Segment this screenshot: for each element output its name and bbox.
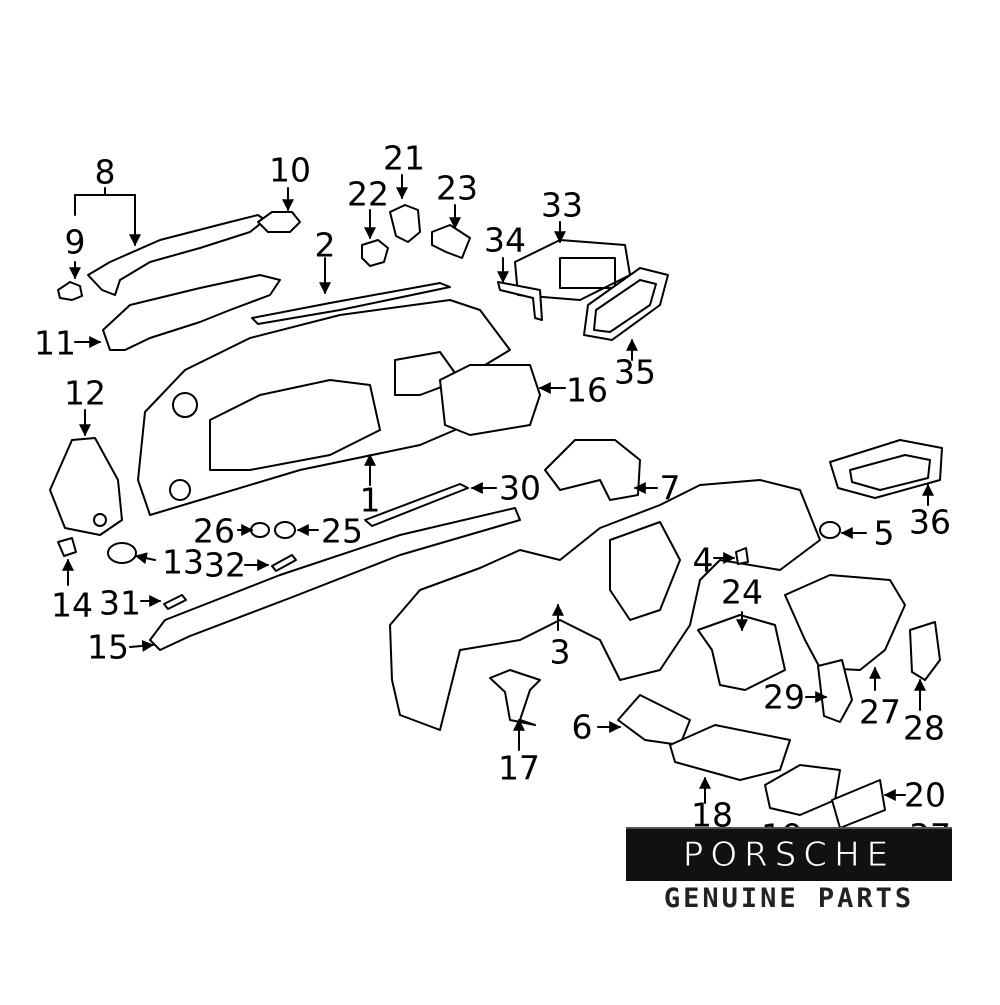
callout-21: 21 [383,138,425,178]
genuine-parts-tagline: GENUINE PARTS [663,883,915,914]
part-18-tray [669,724,791,781]
part-25-grommet [274,521,296,539]
callout-34: 34 [484,220,526,260]
part-22-knob [361,239,389,267]
part-20-panel [831,779,886,829]
callout-7: 7 [659,468,681,508]
callout-18: 18 [691,795,733,835]
part-5-grommet [819,521,841,539]
part-28-vent [909,621,941,681]
part-7-duct [544,439,641,501]
part-30-strip [364,483,469,527]
callout-25: 25 [321,511,363,551]
part-29-vent [817,659,853,723]
part-8-upper-trim [87,214,266,296]
part-9-clip [57,281,83,301]
porsche-logo-badge: PORSCHE [626,827,952,881]
callout-17: 17 [498,748,540,788]
callout-35: 35 [614,352,656,392]
callout-6: 6 [571,707,593,747]
part-21-switch [389,204,421,243]
part-26-nut [250,522,270,538]
part-31-pin [163,594,187,610]
callout-5: 5 [873,513,895,553]
callout-32: 32 [204,545,246,585]
part-3-crossmember [389,479,821,731]
callout-36: 36 [909,502,951,542]
callout-22: 22 [347,174,389,214]
porsche-wordmark: PORSCHE [682,835,896,876]
callout-26: 26 [193,511,235,551]
callout-33: 33 [541,185,583,225]
callout-2: 2 [314,225,336,265]
part-6-bracket [617,694,691,746]
callout-28: 28 [903,708,945,748]
part-17-holder [489,669,541,726]
part-23-bracket [431,224,471,259]
part-2-strip [251,282,451,325]
callout-4: 4 [692,540,714,580]
callout-30: 30 [499,468,541,508]
callout-12: 12 [64,373,106,413]
part-27-center-console [784,574,906,671]
callout-15: 15 [87,627,129,667]
callout-20: 20 [904,775,946,815]
callout-13: 13 [162,542,204,582]
part-19-module [764,764,841,816]
callout-16: 16 [566,370,608,410]
part-35-bezel [583,267,669,341]
part-11-panel [102,274,281,351]
callout-1: 1 [359,480,381,520]
callout-24: 24 [721,572,763,612]
part-10-cover [257,211,301,233]
part-4-clip [735,547,749,565]
callout-14: 14 [51,585,93,625]
callout-31: 31 [99,583,141,623]
part-15-lower-trim [149,507,521,651]
part-24-duct [697,614,786,691]
part-16-airbag [439,364,541,436]
callout-29: 29 [763,677,805,717]
callout-27: 27 [859,692,901,732]
part-12-side-cover [49,437,123,536]
part-36-tray [829,439,943,499]
part-34-bracket [497,281,543,321]
callout-11: 11 [34,323,76,363]
part-14-clip [57,537,77,557]
callout-8: 8 [94,152,116,192]
part-13-grommet [107,542,137,564]
leader-lines [62,174,934,804]
callout-23: 23 [436,168,478,208]
callout-3: 3 [549,632,571,672]
callout-10: 10 [269,150,311,190]
part-32-pin [271,554,297,572]
callout-9: 9 [64,222,86,262]
